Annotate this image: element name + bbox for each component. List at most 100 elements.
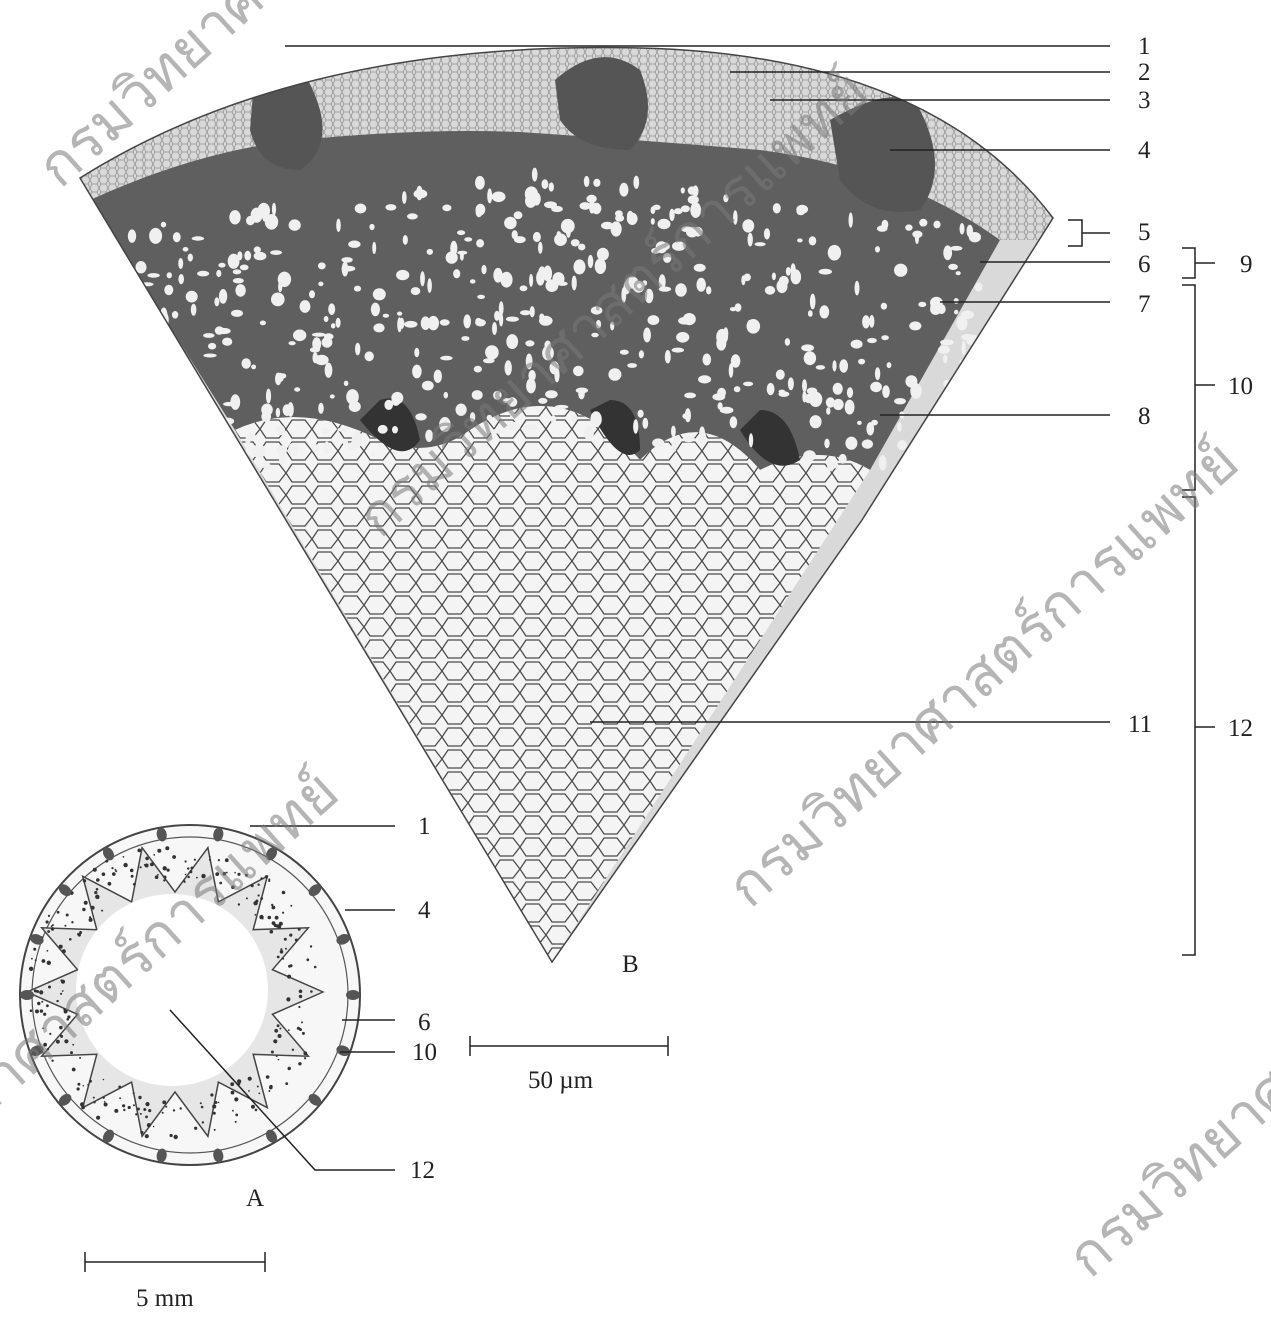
ring-vessel bbox=[133, 1092, 135, 1094]
label-a-4: 4 bbox=[418, 897, 431, 924]
xylem-vessel bbox=[716, 329, 728, 345]
ring-vessel bbox=[119, 1097, 121, 1099]
xylem-vessel bbox=[185, 402, 197, 409]
ring-vessel bbox=[299, 995, 302, 998]
xylem-vessel bbox=[372, 242, 376, 254]
xylem-vessel bbox=[611, 221, 622, 236]
xylem-vessel bbox=[938, 346, 950, 354]
label-b-11: 11 bbox=[1128, 711, 1152, 738]
ring-vessel bbox=[162, 1100, 166, 1104]
xylem-vessel bbox=[954, 298, 959, 304]
ring-vessel bbox=[69, 938, 72, 941]
panel-b-caption: B bbox=[622, 951, 639, 978]
xylem-vessel bbox=[887, 362, 892, 368]
xylem-vessel bbox=[186, 291, 198, 303]
ring-vessel bbox=[275, 916, 279, 920]
xylem-vessel bbox=[909, 321, 921, 330]
ring-vessel bbox=[306, 958, 309, 961]
xylem-vessel bbox=[952, 442, 956, 456]
xylem-vessel bbox=[839, 454, 847, 464]
xylem-vessel bbox=[193, 409, 204, 416]
xylem-vessel bbox=[116, 355, 125, 359]
xylem-vessel bbox=[933, 221, 940, 229]
ring-vessel bbox=[270, 930, 274, 934]
ring-vessel bbox=[163, 866, 167, 870]
xylem-vessel bbox=[191, 304, 197, 316]
xylem-vessel bbox=[506, 317, 519, 322]
xylem-vessel bbox=[882, 385, 890, 398]
xylem-vessel bbox=[870, 382, 882, 392]
xylem-vessel bbox=[954, 310, 958, 315]
xylem-vessel bbox=[312, 337, 321, 350]
xylem-vessel bbox=[968, 467, 977, 478]
xylem-vessel bbox=[121, 382, 131, 389]
xylem-vessel bbox=[897, 422, 902, 432]
ring-vessel bbox=[235, 1121, 237, 1123]
xylem-vessel bbox=[150, 399, 164, 406]
label-b-7: 7 bbox=[1138, 291, 1151, 318]
xylem-vessel bbox=[967, 225, 974, 237]
ring-vessel bbox=[262, 918, 264, 920]
xylem-vessel bbox=[918, 302, 926, 307]
xylem-vessel bbox=[300, 300, 311, 313]
ring-vessel bbox=[163, 876, 166, 879]
xylem-vessel bbox=[671, 426, 676, 438]
xylem-vessel bbox=[293, 330, 306, 342]
ring-vessel bbox=[135, 1113, 137, 1115]
xylem-vessel bbox=[555, 405, 569, 409]
ring-vessel bbox=[289, 934, 292, 937]
xylem-vessel bbox=[283, 404, 292, 416]
xylem-vessel bbox=[343, 440, 349, 445]
xylem-vessel bbox=[271, 293, 285, 307]
ring-vessel bbox=[77, 1083, 80, 1086]
xylem-vessel bbox=[633, 419, 638, 433]
xylem-vessel bbox=[802, 379, 807, 392]
xylem-vessel bbox=[312, 444, 320, 453]
xylem-vessel bbox=[318, 403, 324, 414]
xylem-vessel bbox=[561, 219, 575, 233]
xylem-vessel bbox=[557, 231, 561, 237]
ring-vessel bbox=[115, 869, 117, 871]
xylem-vessel bbox=[156, 326, 167, 338]
xylem-vessel bbox=[533, 232, 541, 242]
ring-vessel bbox=[200, 1102, 202, 1104]
xylem-vessel bbox=[851, 340, 863, 349]
ring-vessel bbox=[288, 1029, 290, 1031]
ring-vessel bbox=[174, 1135, 178, 1139]
ring-vessel bbox=[118, 1086, 121, 1089]
xylem-vessel bbox=[672, 348, 684, 353]
xylem-vessel bbox=[444, 392, 449, 399]
ring-vessel bbox=[304, 1057, 306, 1059]
xylem-vessel bbox=[397, 312, 402, 316]
xylem-vessel bbox=[464, 237, 472, 241]
xylem-vessel bbox=[935, 417, 940, 425]
ring-vessel bbox=[232, 1110, 234, 1112]
label-a-10: 10 bbox=[412, 1039, 437, 1066]
label-b-12: 12 bbox=[1228, 715, 1253, 742]
xylem-vessel bbox=[205, 466, 216, 472]
xylem-vessel bbox=[254, 252, 267, 260]
ring-vessel bbox=[105, 860, 108, 863]
xylem-vessel bbox=[962, 391, 972, 404]
xylem-vessel bbox=[318, 282, 323, 287]
ring-vessel bbox=[268, 1090, 270, 1092]
xylem-vessel bbox=[231, 310, 243, 317]
xylem-vessel bbox=[590, 411, 601, 427]
xylem-vessel bbox=[403, 235, 408, 245]
xylem-vessel bbox=[730, 416, 738, 428]
xylem-vessel bbox=[735, 303, 742, 312]
xylem-vessel bbox=[703, 354, 712, 366]
xylem-vessel bbox=[808, 310, 813, 317]
ring-vessel bbox=[140, 1113, 142, 1115]
xylem-vessel bbox=[422, 381, 434, 391]
ring-vessel bbox=[46, 920, 49, 923]
xylem-vessel bbox=[642, 418, 648, 429]
xylem-vessel bbox=[791, 263, 796, 276]
ring-vessel bbox=[52, 924, 54, 926]
xylem-vessel bbox=[684, 393, 696, 399]
ring-vessel bbox=[89, 918, 93, 922]
ring-vessel bbox=[153, 854, 155, 856]
ring-vessel bbox=[103, 1097, 105, 1099]
xylem-vessel bbox=[747, 319, 761, 334]
ring-vessel bbox=[163, 879, 165, 881]
